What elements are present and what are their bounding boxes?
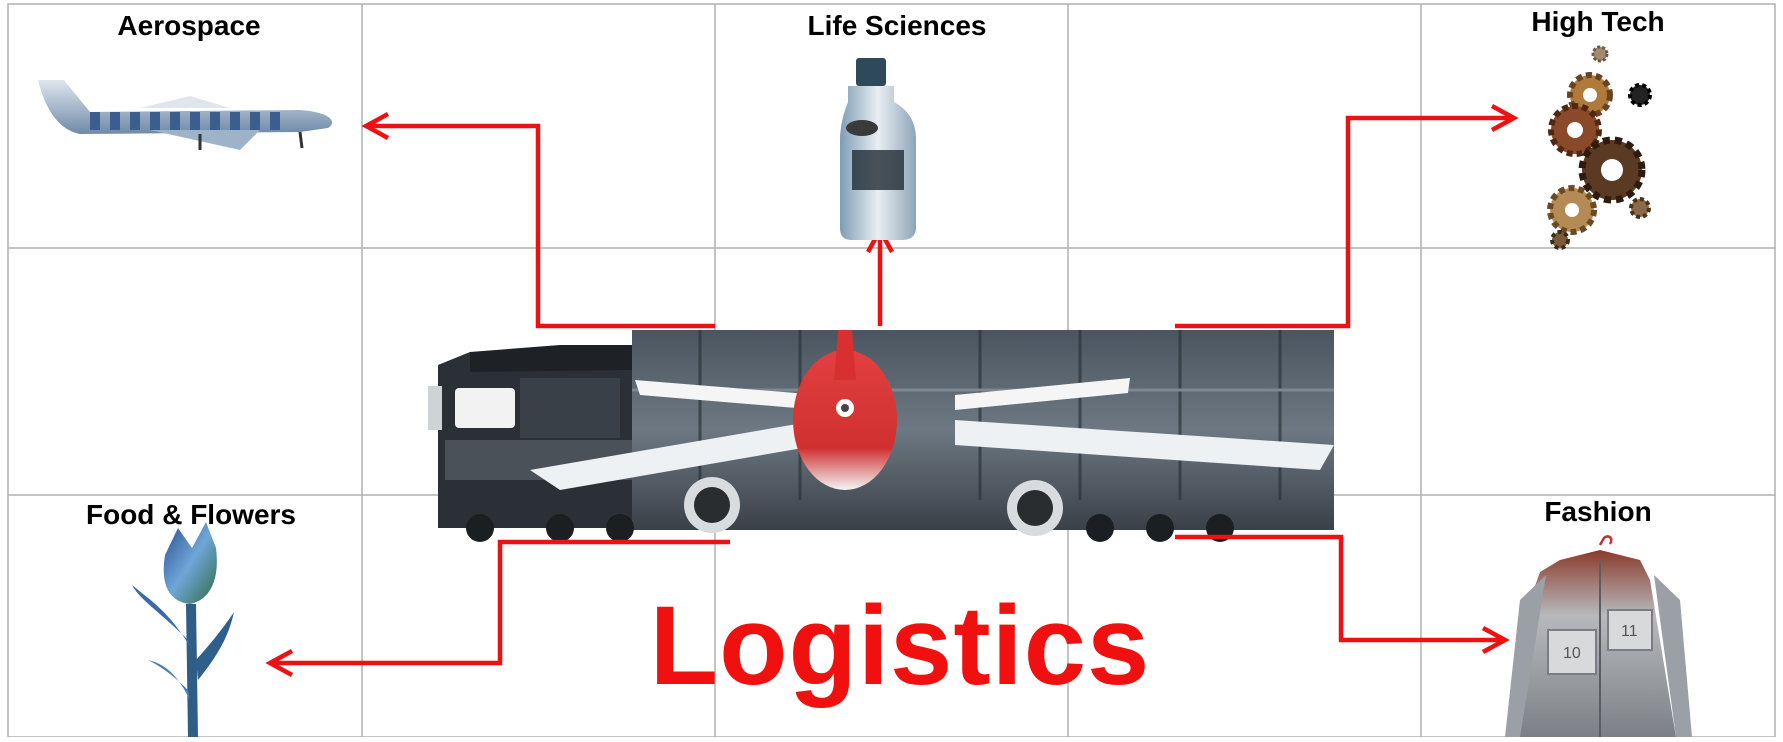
arrow-to-food-flowers (272, 539, 730, 666)
label-high-tech: High Tech (1531, 6, 1665, 37)
gears-icon (1547, 45, 1652, 250)
label-aerospace: Aerospace (117, 10, 261, 41)
jacket-number-right: 11 (1621, 623, 1638, 640)
arrow-to-high-tech (1175, 115, 1512, 329)
arrows (265, 104, 1519, 677)
tulip-icon (132, 522, 234, 737)
main-title: Logistics (649, 583, 1151, 708)
jacket-number-left: 10 (1563, 645, 1581, 662)
arrow-to-fashion (1175, 534, 1503, 643)
airplane-icon (38, 80, 333, 150)
label-life-sciences: Life Sciences (807, 10, 987, 41)
jacket-icon: 10 11 (1505, 535, 1692, 737)
label-fashion: Fashion (1544, 496, 1652, 527)
arrow-to-aerospace (368, 123, 715, 329)
truck-airplane-image (428, 330, 1334, 542)
vial-icon (840, 58, 916, 240)
label-food-flowers: Food & Flowers (86, 499, 296, 530)
